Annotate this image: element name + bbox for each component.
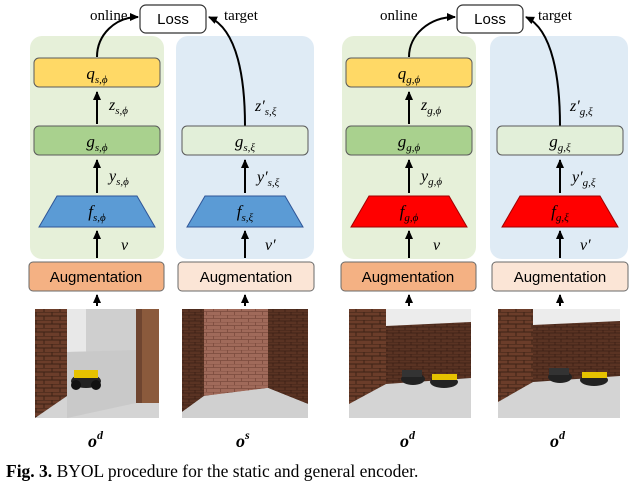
obs-online-label: od <box>400 428 416 451</box>
caption-label: Fig. 3. <box>6 461 53 481</box>
predictor-q-label: qg,ϕ <box>398 64 421 86</box>
predictor-q-box <box>345 57 473 88</box>
augmentation-target-label: Augmentation <box>514 269 607 286</box>
online-label: online <box>90 8 128 24</box>
augmentation-online-label: Augmentation <box>50 269 143 286</box>
augmentation-target-label: Augmentation <box>200 269 293 286</box>
predictor-q-label: qs,ϕ <box>86 64 108 86</box>
augmentation-target-box <box>177 261 315 292</box>
encoder-f-target-label: fg,ξ <box>551 202 569 224</box>
observation-image-corridor <box>182 309 308 418</box>
obs-target-label: od <box>550 428 566 451</box>
projector-g-target-box <box>496 125 624 156</box>
observation-image-robots-b <box>498 309 620 418</box>
encoder-f-target-label: fs,ξ <box>237 202 254 224</box>
augmentation-target-box <box>491 261 629 292</box>
y-target-label: y′s,ξ <box>255 169 280 189</box>
v-online-label: v <box>433 237 441 254</box>
panel-general: online target Loss qg,ϕ zg,ϕ gg,ϕ yg,ϕ f… <box>340 4 629 451</box>
z-target-label: z′s,ξ <box>254 98 277 118</box>
obs-online-label: od <box>88 428 104 451</box>
y-online-label: yg,ϕ <box>419 168 442 188</box>
online-to-loss-arrow <box>96 13 139 58</box>
byol-diagram: online target Loss qs,ϕ zs,ϕ gs,ϕ ys,ϕ f… <box>28 4 629 451</box>
online-to-loss-arrow <box>408 13 456 58</box>
loss-box <box>139 4 207 34</box>
encoder-f-trapezoid <box>350 195 468 228</box>
encoder-f-target-trapezoid <box>186 195 304 228</box>
z-online-label: zs,ϕ <box>108 97 128 117</box>
z-target-label: z′g,ξ <box>569 98 593 118</box>
encoder-f-target-trapezoid <box>501 195 619 228</box>
augmentation-online-box <box>340 261 477 292</box>
projector-g-target-label: gg,ξ <box>549 132 571 154</box>
target-to-loss-arrow <box>208 16 246 127</box>
encoder-f-label: fg,ϕ <box>400 202 419 224</box>
observation-image-robots-a <box>349 309 471 418</box>
encoder-f-trapezoid <box>38 195 156 228</box>
projector-g-target-box <box>181 125 309 156</box>
projector-g-label: gs,ϕ <box>86 132 108 154</box>
augmentation-online-box <box>28 261 165 292</box>
projector-g-box <box>345 125 473 156</box>
projector-g-label: gg,ϕ <box>398 132 421 154</box>
panel-static: online target Loss qs,ϕ zs,ϕ gs,ϕ ys,ϕ f… <box>28 4 315 451</box>
online-label: online <box>380 8 418 24</box>
target-to-loss-arrow <box>525 16 561 127</box>
augmentation-online-label: Augmentation <box>362 269 455 286</box>
target-label: target <box>538 8 573 24</box>
target-label: target <box>224 8 259 24</box>
obs-target-label: os <box>236 428 250 451</box>
v-online-label: v <box>121 237 129 254</box>
z-online-label: zg,ϕ <box>420 97 441 117</box>
figure-caption: Fig. 3. BYOL procedure for the static an… <box>6 461 631 482</box>
loss-box <box>456 4 524 34</box>
projector-g-box <box>33 125 161 156</box>
predictor-q-box <box>33 57 161 88</box>
loss-label: Loss <box>474 11 506 28</box>
loss-label: Loss <box>157 11 189 28</box>
caption-text: BYOL procedure for the static and genera… <box>52 461 419 481</box>
observation-image-robot <box>35 309 159 418</box>
v-target-label: v′ <box>580 237 591 254</box>
y-target-label: y′g,ξ <box>570 169 596 189</box>
encoder-f-label: fs,ϕ <box>88 202 106 224</box>
v-target-label: v′ <box>265 237 276 254</box>
projector-g-target-label: gs,ξ <box>235 132 256 154</box>
y-online-label: ys,ϕ <box>107 168 129 188</box>
